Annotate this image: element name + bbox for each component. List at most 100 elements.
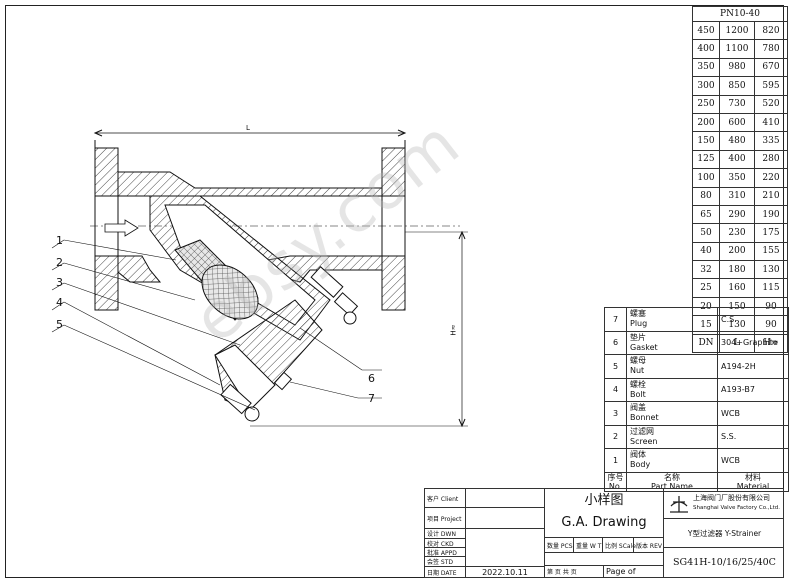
dim-l-cell: 310 [719, 186, 755, 206]
part-name-cn: 过滤网 [630, 426, 654, 436]
dim-l-cell: 160 [719, 278, 755, 298]
dim-L-label: L [246, 124, 250, 132]
dim-l-cell: 1200 [719, 20, 755, 41]
date-value: 2022.10.11 [465, 566, 545, 578]
part-name-cn: 阀体 [630, 450, 646, 460]
company-logo-icon [670, 496, 688, 513]
dim-l-cell: 980 [719, 57, 755, 78]
callout-3: 3 [56, 276, 63, 289]
dim-h-cell: 155 [754, 241, 788, 262]
dim-dn-cell: 40 [692, 241, 720, 262]
dim-h-cell: 670 [754, 57, 788, 78]
part-name-en: Bolt [630, 389, 646, 399]
part-name-en: Screen [630, 436, 658, 446]
project-label: 项目 Project [424, 507, 466, 529]
part-number: 1 [604, 448, 627, 473]
product-name: Y型过滤器 Y-Strainer [663, 518, 784, 548]
dim-l-cell: 400 [719, 149, 755, 170]
dim-dn-cell: 125 [692, 149, 720, 170]
title-en: G.A. Drawing [544, 507, 664, 538]
part-number: 5 [604, 354, 627, 379]
dim-h-cell: 210 [754, 186, 788, 206]
dim-h-cell: 520 [754, 94, 788, 114]
dim-l-cell: 730 [719, 94, 755, 114]
callout-4: 4 [56, 296, 63, 309]
part-material: WCB [717, 401, 789, 426]
dim-H-label: H≈ [449, 324, 458, 336]
part-number: 4 [604, 377, 627, 402]
part-material: A193-B7 [717, 377, 789, 402]
page-cn: 第 页 共 页 [544, 565, 604, 578]
dim-dn-cell: 65 [692, 204, 720, 225]
part-number: 3 [604, 401, 627, 426]
dim-l-cell: 480 [719, 131, 755, 151]
model-number: SG41H-10/16/25/40C [663, 547, 784, 578]
part-name-cn: 螺塞 [630, 309, 646, 319]
part-name-en: Gasket [630, 342, 658, 352]
dim-l-cell: 600 [719, 112, 755, 133]
dim-l-cell: 350 [719, 168, 755, 188]
pcs-label: 数量 PCS [544, 537, 574, 553]
dim-h-cell: 115 [754, 278, 788, 298]
dim-l-cell: 230 [719, 223, 755, 243]
dim-dn-cell: 350 [692, 57, 720, 78]
part-number: 6 [604, 330, 627, 355]
dim-h-cell: 220 [754, 168, 788, 188]
scale-label: 比例 SCale [602, 537, 636, 553]
part-number: 2 [604, 424, 627, 449]
dim-h-cell: 130 [754, 260, 788, 280]
part-name-cn: 阀盖 [630, 403, 646, 413]
callout-1: 1 [56, 234, 63, 247]
part-material: WCB [717, 448, 789, 473]
company-name-en: Shanghai Valve Factory Co.,Ltd. [693, 505, 780, 511]
callout-5: 5 [56, 318, 63, 331]
dim-dn-cell: 400 [692, 39, 720, 59]
company-name-cn: 上海阀门厂股份有限公司 [693, 494, 770, 502]
client-value [465, 488, 545, 508]
part-number: 7 [604, 307, 627, 332]
dim-h-cell: 820 [754, 20, 788, 41]
dim-h-cell: 335 [754, 131, 788, 151]
signature-column [465, 528, 545, 567]
dim-l-cell: 850 [719, 76, 755, 96]
dim-dn-cell: 450 [692, 20, 720, 41]
rev-label: 版本 REV [633, 537, 664, 553]
values-row [544, 552, 664, 566]
callout-2: 2 [56, 256, 63, 269]
dim-dn-cell: 32 [692, 260, 720, 280]
dim-h-cell: 595 [754, 76, 788, 96]
project-value [465, 507, 545, 529]
dim-h-cell: 780 [754, 39, 788, 59]
dim-dn-cell: 25 [692, 278, 720, 298]
callout-6: 6 [368, 372, 375, 385]
part-name-en: Plug [630, 319, 648, 329]
